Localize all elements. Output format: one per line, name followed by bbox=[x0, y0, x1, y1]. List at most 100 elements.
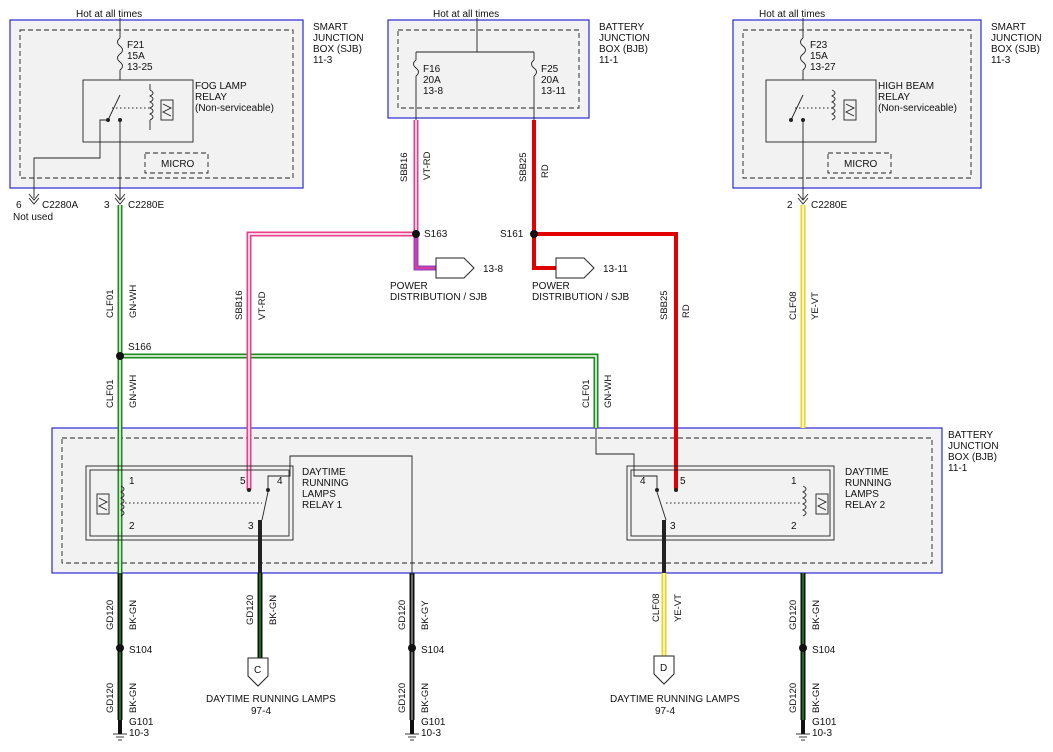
bjb-top-box bbox=[387, 19, 590, 119]
g-bkgn-7: BK-GN bbox=[811, 683, 822, 713]
bjbmain-line3: BOX (BJB) bbox=[948, 452, 997, 463]
sjb1-line2: JUNCTION bbox=[313, 33, 364, 44]
f23-amps: 15A bbox=[810, 51, 828, 62]
f21-amps: 15A bbox=[127, 51, 145, 62]
g-gd120-2: GD120 bbox=[105, 683, 116, 713]
sjb2-line4: 11-3 bbox=[991, 55, 1011, 66]
drl2-line1: DAYTIME bbox=[845, 467, 889, 478]
drl1-line3: LAMPS bbox=[302, 489, 336, 500]
wire-sbb25-branch bbox=[534, 232, 678, 490]
w-sbb25-mid: SBB25 bbox=[659, 290, 670, 320]
sjb1-line4: 11-3 bbox=[313, 55, 333, 66]
g101-1-ref: 10-3 bbox=[129, 728, 149, 739]
connector-chevrons bbox=[28, 193, 809, 205]
drl-lamps-2: DAYTIME RUNNING LAMPS bbox=[610, 694, 740, 705]
wire-sbb25-pd bbox=[532, 234, 556, 270]
bjbtop-line1: BATTERY bbox=[599, 22, 645, 33]
s166-label: S166 bbox=[128, 342, 152, 353]
bjbmain-line4: 11-1 bbox=[948, 463, 968, 474]
pd1-ref: 13-8 bbox=[483, 264, 503, 275]
splice-s104-2 bbox=[408, 644, 416, 652]
w-clf01-a: CLF01 bbox=[105, 289, 116, 318]
pd2-line1: POWER bbox=[532, 281, 570, 292]
connector-d-label: D bbox=[660, 663, 667, 674]
g101-3-ref: 10-3 bbox=[812, 728, 832, 739]
r2-pin5: 5 bbox=[680, 476, 686, 487]
r2-pin3: 3 bbox=[670, 521, 676, 532]
f25-amps: 20A bbox=[541, 75, 559, 86]
r1-pin2: 2 bbox=[129, 521, 135, 532]
f16-amps: 20A bbox=[423, 75, 441, 86]
hb-relay-line3: (Non-serviceable) bbox=[878, 103, 957, 114]
drl-relay-2 bbox=[595, 428, 835, 541]
g-gd120-3: GD120 bbox=[245, 595, 256, 625]
w-yevt-top: YE-VT bbox=[810, 292, 821, 320]
w-gnwh-a: GN-WH bbox=[128, 285, 139, 318]
g-gd120-1: GD120 bbox=[105, 600, 116, 630]
connector-c-label: C bbox=[254, 665, 261, 676]
micro-1: MICRO bbox=[161, 159, 195, 170]
fog-relay-line2: RELAY bbox=[195, 92, 227, 103]
sjb2-line3: BOX (SJB) bbox=[991, 44, 1040, 55]
drl1-line1: DAYTIME bbox=[302, 467, 346, 478]
bjbtop-line2: JUNCTION bbox=[599, 33, 650, 44]
pd1-line2: DISTRIBUTION / SJB bbox=[390, 292, 488, 303]
sjb1-line3: BOX (SJB) bbox=[313, 44, 362, 55]
f23-ref: 13-27 bbox=[810, 62, 836, 73]
c2280a-pin: 6 bbox=[16, 200, 22, 211]
w-gnwh-c: GN-WH bbox=[603, 375, 614, 408]
w-sbb25-top: SBB25 bbox=[518, 152, 529, 182]
splices bbox=[116, 230, 807, 652]
g-bkgn-6: BK-GN bbox=[811, 600, 822, 630]
hot-at-all-times-1: Hot at all times bbox=[76, 9, 142, 20]
hb-relay-line2: RELAY bbox=[878, 92, 910, 103]
r2-pin1: 1 bbox=[791, 476, 797, 487]
drl-relay-1 bbox=[85, 455, 413, 575]
drl2-line4: RELAY 2 bbox=[845, 500, 886, 511]
connector-d-shape bbox=[653, 655, 675, 685]
sjb1-line1: SMART bbox=[313, 22, 348, 33]
wire-harness bbox=[117, 120, 806, 734]
sjb2-line2: JUNCTION bbox=[991, 33, 1042, 44]
labels: Hot at all times Hot at all times Hot at… bbox=[13, 9, 1042, 739]
power-dist-1 bbox=[435, 257, 475, 279]
hot-at-all-times-2: Hot at all times bbox=[433, 9, 499, 20]
c2280e-pin-2: 2 bbox=[787, 200, 793, 211]
c2280e-label-2: C2280E bbox=[811, 200, 847, 211]
splice-s163 bbox=[412, 230, 420, 238]
g-gd120-6: GD120 bbox=[788, 600, 799, 630]
bjbtop-line4: 11-1 bbox=[599, 55, 619, 66]
fog-lamp-relay bbox=[33, 18, 209, 200]
g-bkgn-3: BK-GN bbox=[268, 595, 279, 625]
g-gd120-7: GD120 bbox=[788, 683, 799, 713]
splice-s104-1 bbox=[116, 644, 124, 652]
w-vtrd-top: VT-RD bbox=[422, 151, 433, 180]
g101-2: G101 bbox=[421, 717, 446, 728]
sjb-fog-box bbox=[9, 19, 304, 189]
drl2-line2: RUNNING bbox=[845, 478, 892, 489]
r2-pin4: 4 bbox=[640, 476, 646, 487]
connector-c-shape bbox=[247, 657, 269, 687]
w-rd-top: RD bbox=[540, 164, 551, 178]
splice-s161 bbox=[530, 230, 538, 238]
pd2-ref: 13-11 bbox=[603, 264, 628, 275]
bjb-main-box bbox=[51, 427, 943, 574]
w-sbb16-mid: SBB16 bbox=[234, 290, 245, 320]
g-bkgn-2: BK-GN bbox=[128, 683, 139, 713]
g-gd120-4: GD120 bbox=[397, 600, 408, 630]
g-bkgy-4: BK-GY bbox=[420, 600, 431, 630]
w-vtrd-mid: VT-RD bbox=[257, 291, 268, 320]
w-rd-mid: RD bbox=[681, 304, 692, 318]
f23-name: F23 bbox=[810, 40, 828, 51]
r1-pin4: 4 bbox=[277, 476, 283, 487]
g-clf08: CLF08 bbox=[651, 593, 662, 622]
c2280e-label-1: C2280E bbox=[128, 200, 164, 211]
s161-label: S161 bbox=[500, 229, 524, 240]
drl2-line3: LAMPS bbox=[845, 489, 879, 500]
s104-3: S104 bbox=[812, 645, 836, 656]
f25-name: F25 bbox=[541, 64, 559, 75]
micro-2: MICRO bbox=[844, 159, 878, 170]
drl1-line2: RUNNING bbox=[302, 478, 349, 489]
